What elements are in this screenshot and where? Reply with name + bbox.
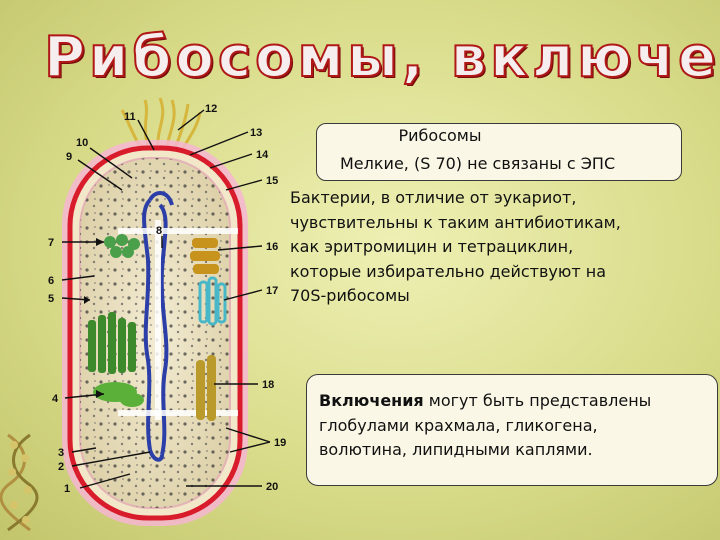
callout-3: 3 (58, 447, 64, 459)
inclusions-line-2: глобулами крахмала, гликогена, (319, 415, 598, 435)
callout-9: 9 (66, 151, 72, 163)
ribosome-line: как эритромицин и тетрациклин, (290, 237, 574, 256)
vacuole (198, 276, 227, 326)
green-inclusion-top (104, 234, 140, 258)
ribosome-subtitle: Мелкие, (S 70) не связаны с ЭПС (340, 154, 616, 173)
inclusions-line-3: волютина, липидными каплями. (319, 440, 593, 459)
callout-8: 8 (156, 225, 162, 237)
ribosome-title: Рибосомы (398, 126, 482, 145)
callout-17: 17 (266, 285, 278, 297)
callout-14: 14 (256, 149, 269, 161)
callout-15: 15 (266, 175, 278, 187)
ribosome-heading-box (316, 123, 682, 181)
slide-title: Рибосомы, включения (44, 24, 720, 91)
callout-13: 13 (250, 127, 262, 139)
callout-6: 6 (48, 275, 54, 287)
callout-12: 12 (205, 103, 217, 115)
callout-18: 18 (262, 379, 274, 391)
callout-19: 19 (274, 437, 286, 449)
yellow-inclusion-top (190, 238, 220, 274)
ribosome-line: Бактерии, в отличие от эукариот, (290, 188, 577, 207)
bacterial-cell-diagram: 1 2 3 4 5 6 7 8 9 10 11 12 13 14 15 16 1… (0, 92, 310, 540)
ribosome-line: которые избирательно действуют на (290, 261, 607, 281)
callout-2: 2 (58, 461, 64, 473)
inclusions-line-1-rest: могут быть представлены (423, 391, 652, 410)
ribosome-line: чувствительны к таким антибиотикам, (290, 212, 621, 232)
callout-16: 16 (266, 241, 278, 253)
mesosome-green (88, 312, 136, 374)
ribosome-line: 70S-рибосомы (290, 286, 410, 305)
green-inclusion-bottom (93, 382, 144, 407)
callout-7: 7 (48, 237, 54, 249)
inclusions-term: Включения (319, 391, 424, 410)
callout-10: 10 (76, 137, 88, 149)
callout-5: 5 (48, 293, 54, 305)
callout-20: 20 (266, 481, 278, 493)
callout-1: 1 (64, 483, 70, 495)
callout-11: 11 (124, 111, 136, 123)
ribosome-description: Бактерии, в отличие от эукариот, чувстви… (290, 186, 710, 309)
inclusions-box: Включения могут быть представлены глобул… (306, 374, 718, 486)
inclusions-line-1: Включения могут быть представлены (319, 389, 707, 414)
yellow-inclusion-bottom (196, 355, 216, 421)
dna-helix-decoration (0, 433, 39, 532)
callout-4: 4 (52, 393, 59, 405)
